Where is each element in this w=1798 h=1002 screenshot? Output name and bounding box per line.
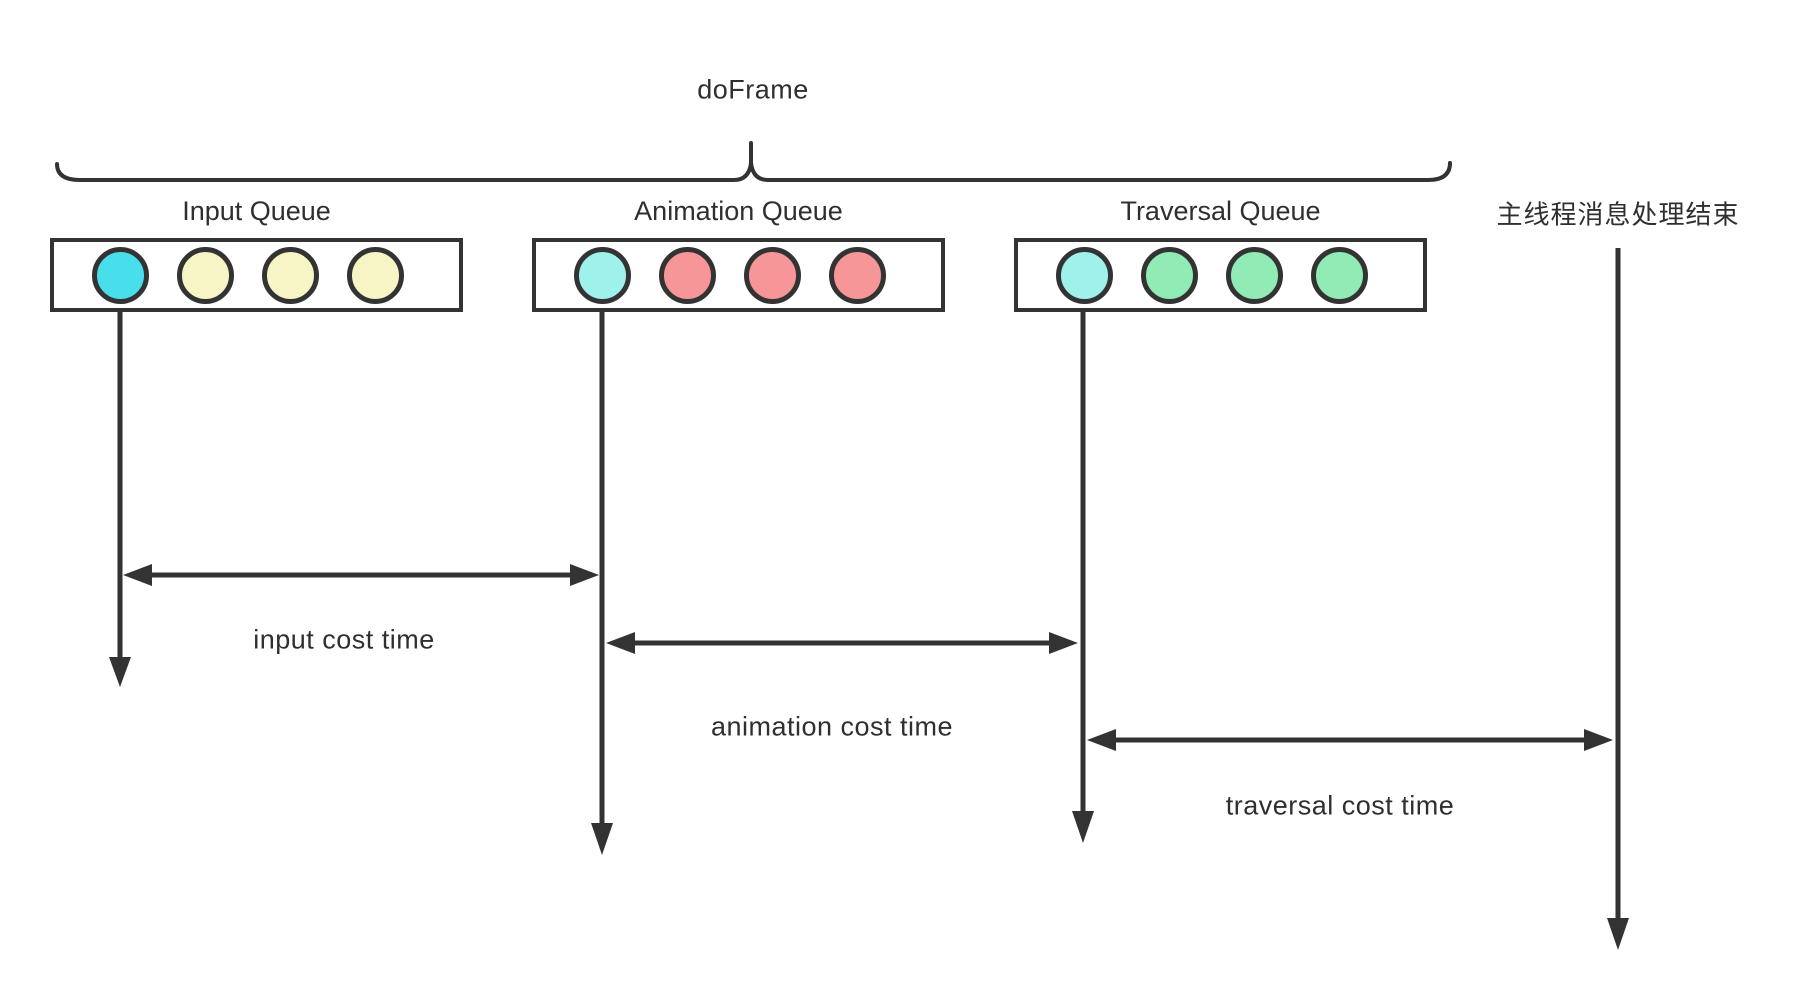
traversal-queue-title: Traversal Queue	[1120, 196, 1321, 226]
input-queue-box	[50, 238, 463, 312]
queue-dot-yellow	[262, 246, 319, 304]
queue-dot-red	[659, 246, 716, 304]
animation-queue-box	[532, 238, 945, 312]
input-queue-title: Input Queue	[182, 196, 331, 226]
input-timeline-arrow-icon	[109, 304, 131, 687]
input-cost-arrow-icon	[123, 564, 599, 586]
queue-dot-cyan	[92, 246, 149, 304]
queue-dot-green	[1311, 246, 1368, 304]
animation-timeline-arrow-icon	[591, 304, 613, 855]
main-thread-timeline-arrow-icon	[1607, 248, 1629, 950]
animation-cost-time-label: animation cost time	[710, 711, 954, 742]
traversal-queue-box	[1014, 238, 1427, 312]
do-frame-brace-icon	[55, 141, 1452, 182]
queue-dot-yellow	[177, 246, 234, 304]
traversal-cost-time-label: traversal cost time	[1225, 790, 1455, 821]
input-cost-time-label: input cost time	[253, 624, 435, 655]
animation-cost-arrow-icon	[606, 632, 1078, 654]
queue-dot-pale_cyan	[1056, 246, 1113, 304]
queue-dot-green	[1226, 246, 1283, 304]
do-frame-label: doFrame	[697, 74, 809, 105]
queue-dot-green	[1141, 246, 1198, 304]
traversal-cost-arrow-icon	[1087, 729, 1613, 751]
traversal-timeline-arrow-icon	[1072, 304, 1094, 843]
queue-dot-yellow	[347, 246, 404, 304]
queue-dot-pale_cyan	[574, 246, 631, 304]
main-thread-end-label: 主线程消息处理结束	[1496, 199, 1740, 230]
queue-dot-red	[744, 246, 801, 304]
queue-dot-red	[829, 246, 886, 304]
animation-queue-title: Animation Queue	[634, 196, 843, 226]
